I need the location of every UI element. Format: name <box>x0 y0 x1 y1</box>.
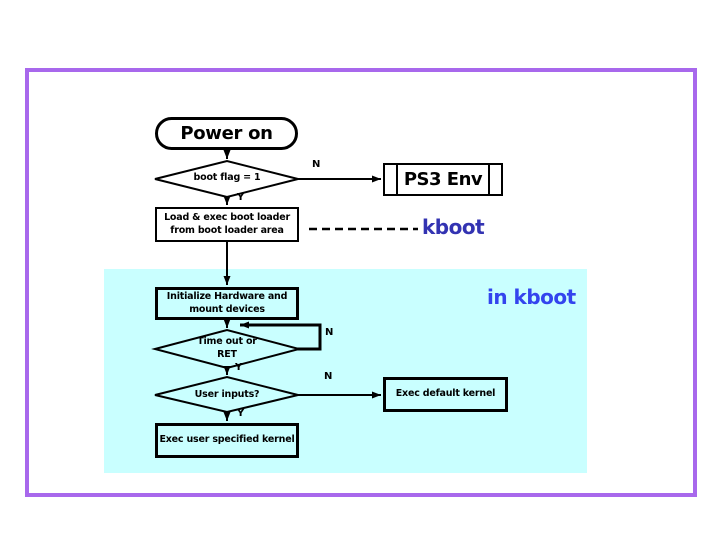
load-boot-loader-line2: from boot loader area <box>170 224 284 236</box>
power-on-terminator: Power on <box>155 117 298 150</box>
ps3-env-label: PS3 Env <box>403 169 483 190</box>
user-inputs-label: User inputs? <box>194 389 260 400</box>
exec-user-kernel-label: Exec user specified kernel <box>159 434 295 446</box>
kboot-annotation: kboot <box>422 215 485 239</box>
timeout-label: Time out or RET <box>160 335 294 361</box>
in-kboot-region <box>104 269 587 473</box>
timeout-no-label: N <box>325 327 334 338</box>
userinputs-yes-label: Y <box>237 408 245 419</box>
ps3-env-predefined-process: PS3 Env <box>383 163 503 196</box>
predefined-process-left-bar <box>396 165 398 194</box>
init-hardware-line1: Initialize Hardware and <box>166 291 288 302</box>
init-hardware-line2: mount devices <box>189 303 265 315</box>
load-boot-loader-process: Load & exec boot loader from boot loader… <box>155 207 299 242</box>
bootflag-yes-label: Y <box>237 192 245 203</box>
power-on-label: Power on <box>180 123 273 144</box>
exec-user-kernel-process: Exec user specified kernel <box>155 423 299 458</box>
userinputs-no-label: N <box>324 371 333 382</box>
outer-purple-frame <box>25 68 697 497</box>
timeout-yes-label: Y <box>235 362 243 373</box>
init-hardware-process: Initialize Hardware and mount devices <box>155 287 299 320</box>
arrow-timeout-loopback <box>240 321 322 351</box>
in-kboot-annotation: in kboot <box>487 285 576 309</box>
predefined-process-right-bar <box>488 165 490 194</box>
exec-default-kernel-process: Exec default kernel <box>383 377 508 412</box>
load-boot-loader-line1: Load & exec boot loader <box>164 212 290 223</box>
boot-flag-label: boot flag = 1 <box>193 172 261 183</box>
exec-default-kernel-label: Exec default kernel <box>395 388 496 400</box>
timeout-label-line2: RET <box>217 349 237 360</box>
timeout-label-line1: Time out or <box>197 336 257 347</box>
bootflag-no-label: N <box>312 159 321 170</box>
